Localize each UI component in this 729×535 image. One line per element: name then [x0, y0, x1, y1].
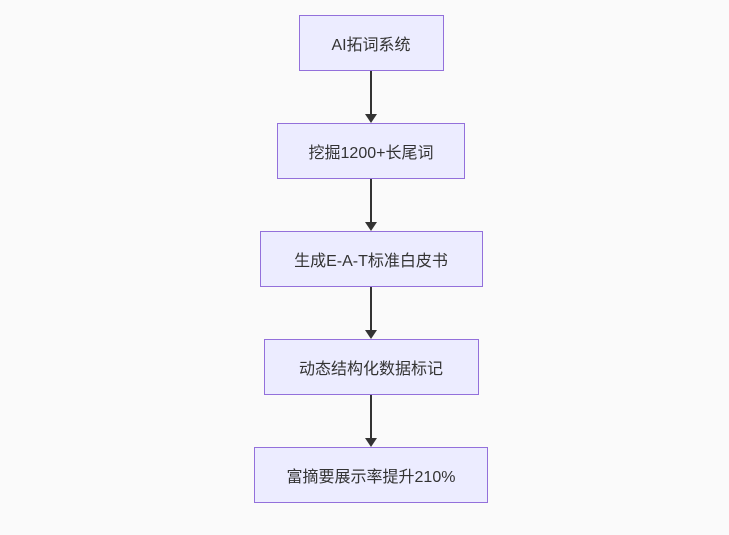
- flowchart: AI拓词系统 挖掘1200+长尾词 生成E-A-T标准白皮书 动态结构化数据标记: [254, 15, 488, 503]
- flow-arrow-3: [364, 287, 378, 339]
- flow-arrow-4: [364, 395, 378, 447]
- arrow-line: [370, 395, 372, 438]
- flow-node-structured-data-markup: 动态结构化数据标记: [263, 339, 479, 395]
- flow-node-eat-whitepaper: 生成E-A-T标准白皮书: [259, 231, 483, 287]
- arrow-line: [370, 71, 372, 114]
- arrowhead-down-icon: [365, 330, 377, 339]
- arrowhead-down-icon: [365, 222, 377, 231]
- flow-node-longtail-mining: 挖掘1200+长尾词: [277, 123, 465, 179]
- flow-node-label: 富摘要展示率提升210%: [286, 469, 456, 486]
- flow-node-label: AI拓词系统: [331, 37, 411, 54]
- flow-node-rich-snippet-uplift: 富摘要展示率提升210%: [254, 447, 488, 503]
- arrowhead-down-icon: [365, 438, 377, 447]
- flow-node-ai-word-expansion: AI拓词系统: [298, 15, 444, 71]
- flow-arrow-1: [364, 71, 378, 123]
- flow-node-label: 生成E-A-T标准白皮书: [294, 253, 448, 270]
- arrowhead-down-icon: [365, 114, 377, 123]
- flow-arrow-2: [364, 179, 378, 231]
- flow-node-label: 动态结构化数据标记: [298, 361, 443, 378]
- arrow-line: [370, 179, 372, 222]
- flow-node-label: 挖掘1200+长尾词: [308, 145, 434, 162]
- arrow-line: [370, 287, 372, 330]
